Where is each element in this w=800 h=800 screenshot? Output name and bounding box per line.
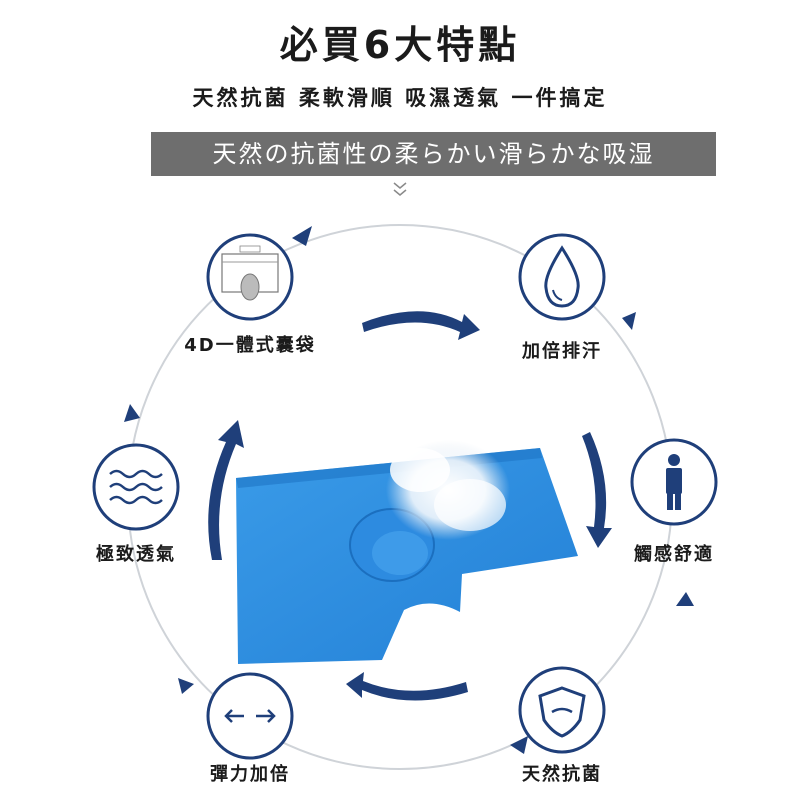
flow-arrow-left: [208, 420, 244, 560]
feature-label-elastic: 彈力加倍: [210, 764, 290, 785]
ring-arrow-lower-right: [510, 736, 528, 754]
page-title: 必買6大特點: [279, 23, 521, 67]
person-icon: [666, 454, 682, 510]
banner-text: 天然の抗菌性の柔らかい滑らかな吸湿: [212, 140, 655, 168]
ring-arrow-left: [124, 404, 140, 422]
water-drop-icon: [544, 245, 580, 308]
ring-arrow-upper-right: [622, 312, 636, 330]
feature-label-pouch: 4D一體式囊袋: [184, 335, 316, 356]
flow-arrow-right: [582, 432, 612, 548]
feature-circle-comfort: [630, 438, 718, 526]
ring-arrow-lower-left: [178, 678, 194, 694]
feature-label-sweat: 加倍排汗: [522, 341, 602, 362]
feature-circle-pouch: [206, 233, 294, 321]
flow-arrow-bottom: [346, 672, 468, 701]
feature-circle-elastic: [206, 672, 294, 760]
feature-label-antibacterial: 天然抗菌: [522, 764, 602, 785]
banner: 天然の抗菌性の柔らかい滑らかな吸湿: [151, 132, 716, 176]
page-subtitle: 天然抗菌 柔軟滑順 吸濕透氣 一件搞定: [192, 86, 608, 110]
feature-circle-antibacterial: [518, 666, 606, 754]
feature-circle-breathable: [92, 443, 180, 531]
chevron-down-icon: [393, 182, 407, 196]
feature-label-breathable: 極致透氣: [96, 544, 176, 565]
feature-circle-sweat: [518, 233, 606, 321]
waves-icon: [109, 469, 163, 505]
ring-arrow-top: [292, 226, 312, 246]
shield-icon: [538, 686, 586, 738]
pouch-diagram-icon: [221, 245, 279, 301]
flow-arrow-top: [362, 311, 480, 340]
left-right-arrows-icon: [224, 709, 276, 723]
ring-arrow-right: [676, 592, 694, 606]
product-boxer-image: [236, 440, 578, 664]
feature-label-comfort: 觸感舒適: [634, 544, 714, 565]
